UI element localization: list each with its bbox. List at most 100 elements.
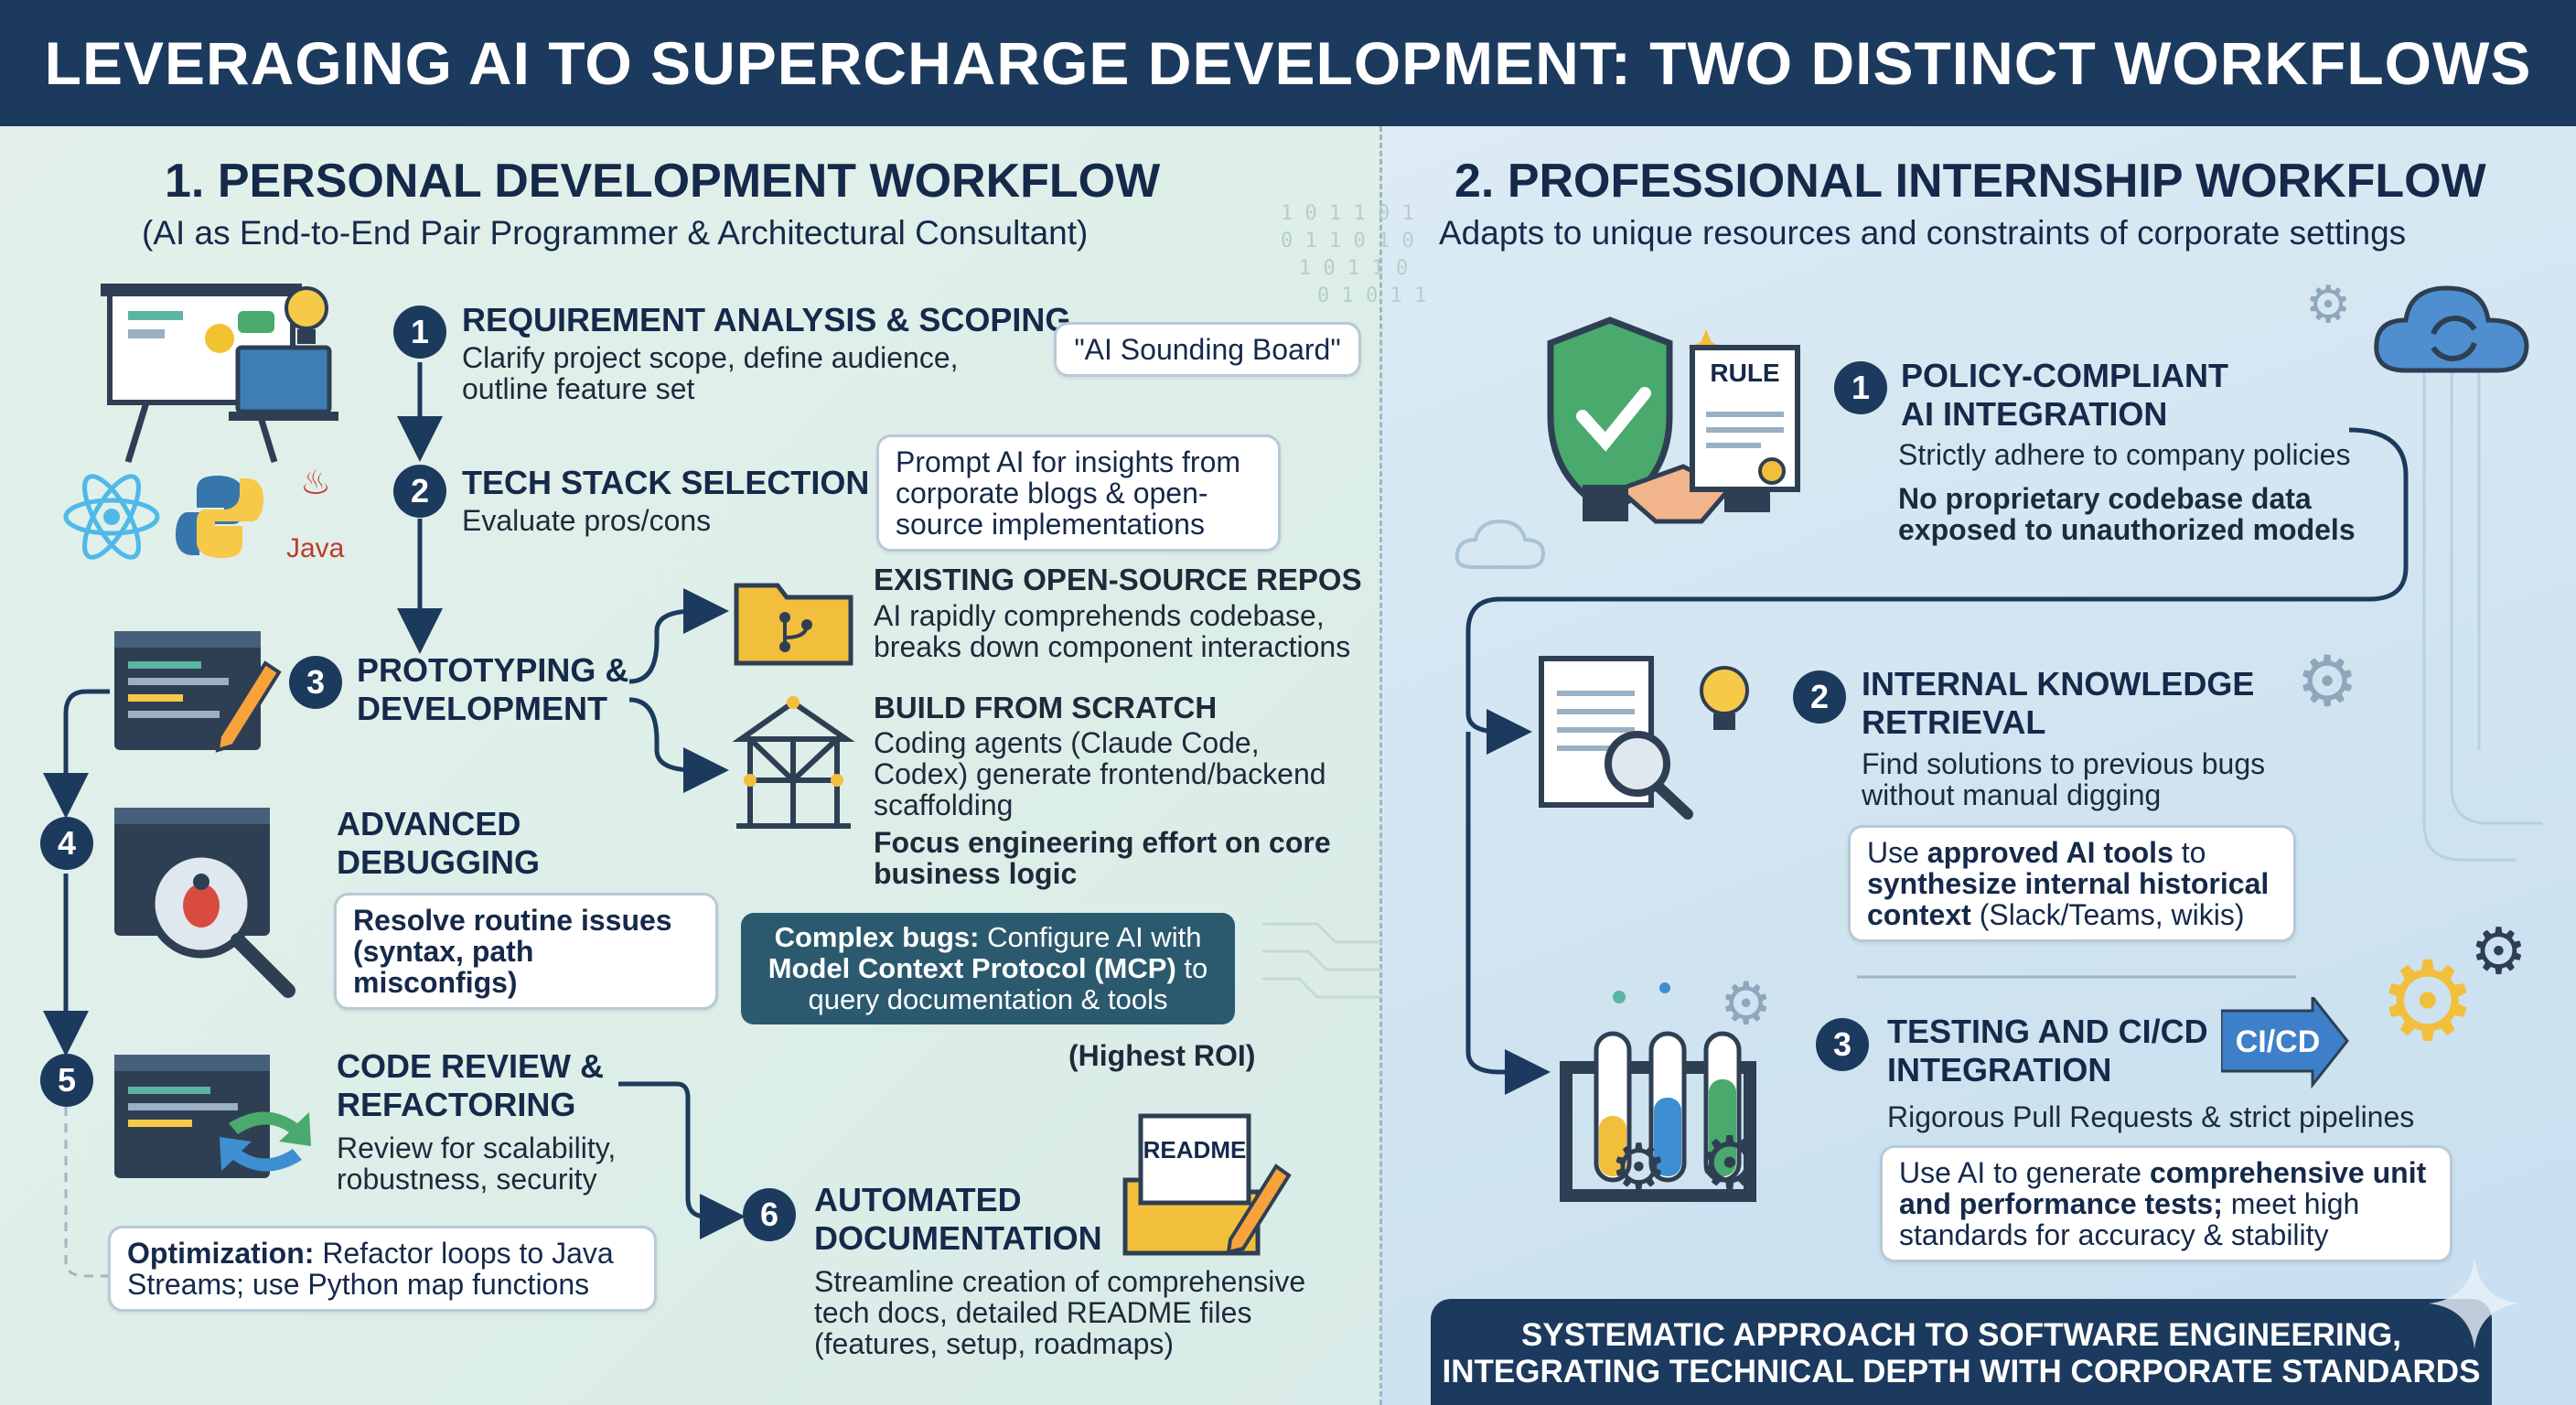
complex-bugs-text-1: Configure AI with	[979, 921, 1202, 953]
gear-icon: ⚙	[1610, 1132, 1668, 1203]
step-2-title: TECH STACK SELECTION	[462, 464, 870, 501]
routine-issues-bubble: Resolve routine issues (syntax, path mis…	[334, 893, 718, 1010]
retrieval-bold-2: synthesize internal historical context	[1867, 867, 2270, 931]
step-5-title-line1: CODE REVIEW &	[337, 1047, 605, 1085]
pro-step-1-title-line1: POLICY-COMPLIANT	[1901, 357, 2228, 394]
arrow-to-4	[43, 689, 110, 819]
gear-icon: ⚙	[2305, 275, 2352, 333]
step-2-desc: Evaluate pros/cons	[462, 504, 712, 537]
pro-step-3-title-line2: INTEGRATION	[1887, 1051, 2112, 1089]
python-logo-icon	[176, 476, 263, 558]
step-number-3: 3	[289, 656, 342, 709]
footer-line-2: INTEGRATING TECHNICAL DEPTH WITH CORPORA…	[1442, 1354, 2481, 1389]
presentation-board-icon	[101, 284, 338, 464]
mcp-label: Model Context Protocol (MCP)	[767, 952, 1176, 984]
step-6-title-line2: DOCUMENTATION	[814, 1219, 1102, 1257]
step-number-4: 4	[40, 817, 93, 870]
scratch-title: BUILD FROM SCRATCH	[874, 691, 1218, 724]
retrieval-text-3: (Slack/Teams, wikis)	[1970, 898, 2245, 931]
branch-to-scratch	[628, 697, 729, 793]
code-refactor-icon	[114, 1055, 311, 1178]
step-4-title-line2: DEBUGGING	[337, 843, 541, 881]
step-6-desc: Streamline creation of comprehensive tec…	[814, 1265, 1306, 1360]
pro-step-2-title-line1: INTERNAL KNOWLEDGE	[1862, 665, 2255, 702]
pro-step-number-1: 1	[1834, 361, 1887, 414]
react-logo-icon	[63, 474, 160, 560]
pro-step-number-2: 2	[1793, 670, 1846, 724]
readme-folder-icon	[1122, 1113, 1292, 1256]
optimization-label: Optimization:	[127, 1237, 315, 1270]
complex-bugs-label: Complex bugs:	[774, 921, 980, 953]
pro-step-1-bold: No proprietary codebase data exposed to …	[1898, 482, 2356, 546]
complex-bugs-box: Complex bugs: Configure AI with Model Co…	[741, 913, 1235, 1024]
cicd-arrow-badge	[2221, 997, 2349, 1089]
svg-text:0 1 0 1 1: 0 1 0 1 1	[1317, 284, 1426, 307]
test-tubes-gears-icon	[1560, 982, 1756, 1202]
code-editor-pencil-icon	[114, 631, 282, 753]
ai-sounding-board-bubble: "AI Sounding Board"	[1054, 322, 1361, 377]
testing-bold-1: comprehensive unit and performance tests…	[1899, 1156, 2427, 1220]
step-5-desc: Review for scalability, robustness, secu…	[337, 1132, 617, 1196]
personal-section-title: 1. PERSONAL DEVELOPMENT WORKFLOW	[165, 155, 1161, 208]
personal-section-subtitle: (AI as End-to-End Pair Programmer & Arch…	[142, 214, 1089, 252]
step-3-title-line2: DEVELOPMENT	[357, 690, 608, 727]
testing-text-1: Use AI to generate	[1899, 1156, 2150, 1189]
pro-step-1-title-line2: AI INTEGRATION	[1901, 395, 2168, 433]
complex-bugs-text-2: to	[1175, 952, 1208, 984]
step-3-title-line1: PROTOTYPING &	[357, 651, 629, 689]
gear-icon: ⚙	[2470, 916, 2528, 987]
routine-issues-text: Resolve routine issues (syntax, path mis…	[353, 904, 672, 999]
step-4-title-line1: ADVANCED	[337, 805, 521, 842]
scratch-focus: Focus engineering effort on core busines…	[874, 826, 1331, 890]
gear-icon: ⚙	[1720, 971, 1773, 1036]
lightbulb-icon	[284, 286, 328, 344]
testing-ai-bubble: Use AI to generate comprehensive unit an…	[1880, 1145, 2453, 1262]
svg-text:1 0 1 1 0 1: 1 0 1 1 0 1	[1281, 202, 1414, 225]
step-6-title-line1: AUTOMATED	[814, 1181, 1022, 1218]
binary-decoration: 1 0 1 1 0 1 0 1 1 0 1 0 1 0 1 1 0 0 1 0 …	[1281, 202, 1426, 307]
branch-to-repos	[628, 588, 729, 684]
connector-1-to-2	[1465, 427, 2409, 755]
step-5-title-line2: REFACTORING	[337, 1086, 576, 1123]
sparkle-icon	[2429, 1258, 2520, 1349]
readme-label: README	[1143, 1136, 1247, 1164]
header-banner: LEVERAGING AI TO SUPERCHARGE DEVELOPMENT…	[0, 0, 2576, 126]
professional-section-title: 2. PROFESSIONAL INTERNSHIP WORKFLOW	[1454, 155, 2486, 208]
repos-title: EXISTING OPEN-SOURCE REPOS	[874, 563, 1362, 596]
pro-step-1-desc: Strictly adhere to company policies	[1898, 438, 2351, 471]
optimization-bubble: Optimization: Refactor loops to Java Str…	[108, 1226, 657, 1312]
rule-label: RULE	[1710, 359, 1780, 387]
svg-text:0 1 1 0 1 0: 0 1 1 0 1 0	[1281, 230, 1414, 252]
step-1-title: REQUIREMENT ANALYSIS & SCOPING	[462, 301, 1071, 338]
folder-git-icon	[734, 583, 853, 666]
connector-2-to-3	[1465, 732, 1551, 1095]
step-1-desc: Clarify project scope, define audience, …	[462, 341, 959, 405]
debug-magnifier-icon	[114, 808, 295, 998]
pro-step-2-title-line2: RETRIEVAL	[1862, 703, 2046, 741]
cloud-decoration-icon	[1454, 519, 1546, 569]
scaffold-structure-icon	[732, 696, 855, 829]
gear-icon: ⚙	[1697, 1122, 1763, 1204]
highest-roi-label: (Highest ROI)	[1068, 1039, 1256, 1072]
cicd-label: CI/CD	[2235, 1024, 2321, 1059]
gear-icon: ⚙	[2296, 643, 2359, 721]
retrieval-text-2: to	[2173, 836, 2206, 869]
cloud-circuit-decoration	[2422, 366, 2543, 862]
approved-ai-tools-bubble: Use approved AI tools to synthesize inte…	[1848, 825, 2296, 942]
step-number-6: 6	[743, 1188, 796, 1241]
optimization-text: Refactor loops to Java Streams; use Pyth…	[127, 1237, 614, 1301]
pro-step-3-title-line1: TESTING AND CI/CD	[1887, 1013, 2208, 1050]
step-number-2: 2	[393, 465, 446, 518]
summary-footer: SYSTEMATIC APPROACH TO SOFTWARE ENGINEER…	[1431, 1299, 2492, 1405]
gear-icon: ⚙	[2378, 940, 2477, 1063]
arrow-5-to-6	[618, 1081, 746, 1239]
pro-step-3-desc: Rigorous Pull Requests & strict pipeline…	[1887, 1100, 2415, 1133]
testing-text-2: meet high standards for accuracy & stabi…	[1899, 1187, 2360, 1251]
repos-desc: AI rapidly comprehends codebase, breaks …	[874, 599, 1351, 663]
cloud-sync-icon	[2374, 285, 2529, 373]
rule-document-icon	[1690, 345, 1800, 492]
pro-step-2-desc: Find solutions to previous bugs without …	[1862, 747, 2266, 811]
java-steam-icon: ♨	[299, 464, 332, 502]
scratch-desc: Coding agents (Claude Code, Codex) gener…	[874, 726, 1326, 821]
